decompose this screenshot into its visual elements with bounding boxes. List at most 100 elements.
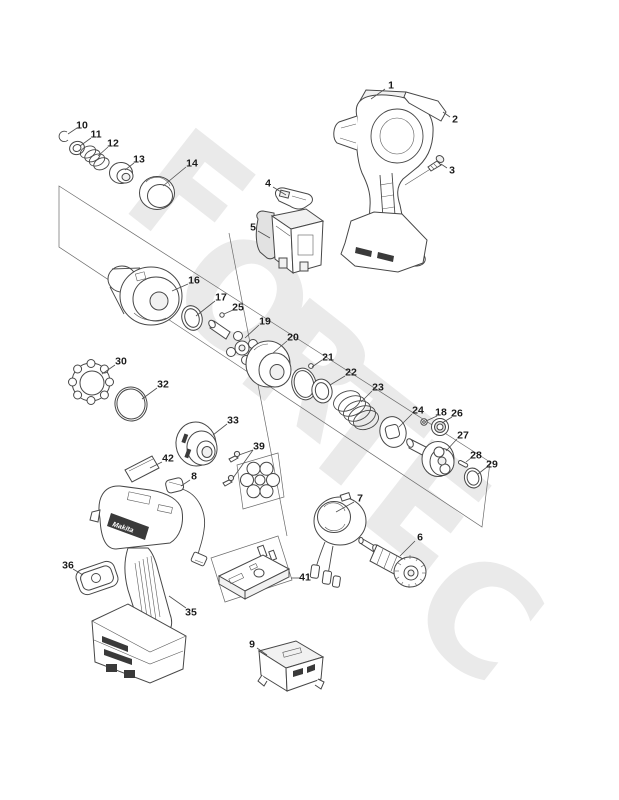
- callout-8: 8: [180, 471, 197, 487]
- callout-number: 27: [457, 430, 469, 442]
- part-hammer: [245, 340, 292, 388]
- callout-12: 12: [97, 138, 119, 157]
- callout-9: 9: [249, 639, 268, 656]
- part-spindle: [406, 438, 455, 477]
- callout-3: 3: [440, 163, 455, 177]
- part-washer-front: [69, 140, 85, 156]
- part-screw-housing: [427, 155, 445, 172]
- callout-number: 6: [417, 532, 423, 544]
- callout-number: 42: [162, 453, 174, 465]
- part-led-wire: [165, 477, 208, 567]
- callout-18: 18: [425, 407, 447, 422]
- part-spring-front: [79, 145, 110, 171]
- callout-number: 28: [470, 450, 482, 462]
- callout-number: 14: [186, 158, 198, 170]
- callout-21: 21: [311, 352, 334, 368]
- callout-13: 13: [124, 154, 145, 171]
- callout-number: 26: [451, 408, 463, 420]
- callout-number: 24: [412, 405, 424, 417]
- callout-number: 9: [249, 639, 255, 651]
- callout-number: 30: [115, 356, 127, 368]
- callout-11: 11: [79, 129, 102, 147]
- part-lock-ring: [68, 359, 114, 405]
- callout-number: 25: [232, 302, 244, 314]
- callout-27: 27: [445, 430, 469, 452]
- part-c-ring: [58, 130, 69, 143]
- part-o-ring-large: [114, 386, 148, 422]
- callout-number: 20: [287, 332, 299, 344]
- part-plate-42: [124, 455, 160, 483]
- part-compression-spring: [333, 390, 379, 431]
- part-flat-washer: [379, 416, 407, 448]
- callout-number: 11: [90, 129, 101, 141]
- part-ring-22: [311, 378, 333, 404]
- callout-number: 17: [215, 292, 227, 304]
- part-handle-assembly: Makita: [89, 485, 187, 684]
- callout-19: 19: [244, 316, 271, 339]
- callout-number: 35: [185, 607, 197, 619]
- callout-35: 35: [168, 595, 197, 619]
- callout-16: 16: [171, 275, 200, 292]
- callout-7: 7: [335, 493, 363, 513]
- part-pin-28: [457, 460, 469, 468]
- callout-number: 16: [188, 275, 200, 287]
- callout-number: 12: [107, 138, 119, 150]
- part-change-lever: [275, 187, 313, 210]
- callout-number: 22: [345, 367, 357, 379]
- callout-30: 30: [101, 356, 127, 375]
- callout-number: 7: [357, 493, 363, 505]
- callout-10: 10: [67, 120, 88, 135]
- callout-22: 22: [329, 367, 357, 386]
- callout-4: 4: [265, 178, 287, 196]
- part-hammer-case: [107, 265, 183, 326]
- callout-number: 4: [265, 178, 271, 190]
- part-ring-29: [463, 467, 483, 489]
- callout-number: 19: [259, 316, 271, 328]
- part-switch: [255, 208, 325, 275]
- part-motor-housing: [333, 89, 434, 273]
- part-terminal-block: [257, 640, 325, 692]
- part-screws-39: [222, 450, 280, 499]
- callout-5: 5: [250, 222, 271, 239]
- callout-32: 32: [141, 379, 169, 400]
- callout-number: 10: [76, 120, 88, 132]
- callout-number: 32: [157, 379, 169, 391]
- part-ring-18: [420, 418, 428, 426]
- part-spring-plate-star: [240, 461, 280, 499]
- callout-23: 23: [360, 382, 384, 403]
- part-controller: [217, 544, 291, 600]
- part-name-plate: [403, 91, 447, 122]
- callout-17: 17: [195, 292, 227, 317]
- callout-26: 26: [441, 408, 463, 424]
- part-collar-ring: [139, 176, 175, 210]
- callout-14: 14: [162, 158, 198, 187]
- callout-39: 39: [232, 441, 265, 479]
- callout-6: 6: [399, 532, 423, 557]
- part-bearing-retainer: [175, 421, 218, 467]
- callout-number: 18: [435, 407, 447, 419]
- callout-41: 41: [291, 572, 311, 584]
- callout-25: 25: [223, 302, 244, 315]
- callout-36: 36: [62, 560, 84, 576]
- callout-number: 33: [227, 415, 239, 427]
- part-washer-ball: [291, 363, 317, 401]
- callout-28: 28: [465, 450, 482, 463]
- callout-number: 41: [299, 572, 311, 584]
- callout-1: 1: [370, 80, 394, 100]
- callout-42: 42: [149, 453, 174, 469]
- part-bushing: [109, 162, 134, 184]
- callout-number: 5: [250, 222, 256, 234]
- callout-number: 39: [253, 441, 265, 453]
- callout-number: 23: [372, 382, 384, 394]
- part-rubber-pad: [75, 560, 119, 596]
- callout-number: 21: [322, 352, 334, 364]
- part-bearing: [431, 418, 449, 436]
- callout-number: 36: [62, 560, 74, 572]
- callout-20: 20: [272, 332, 299, 354]
- part-pin-small: [219, 312, 225, 318]
- callout-number: 13: [133, 154, 145, 166]
- callout-2: 2: [442, 111, 458, 126]
